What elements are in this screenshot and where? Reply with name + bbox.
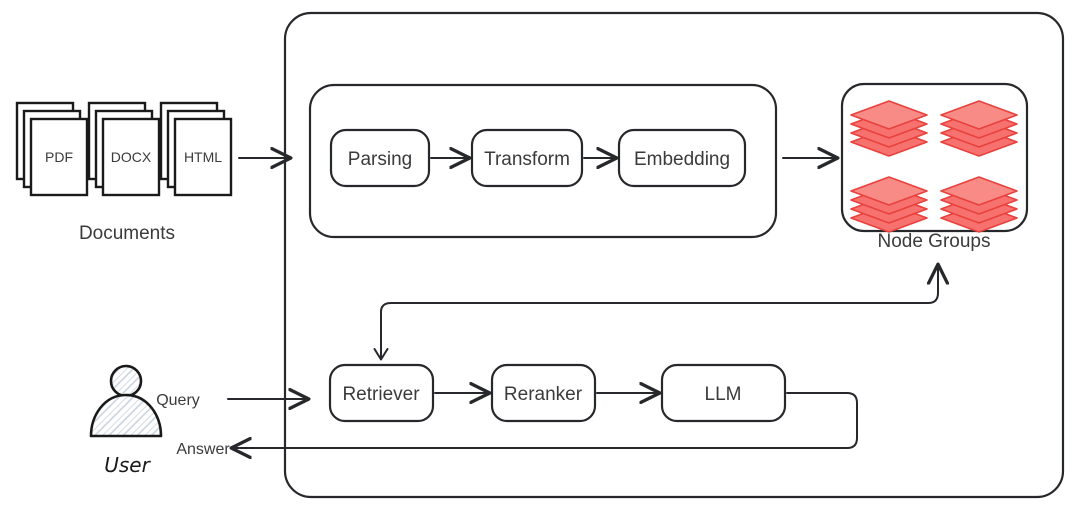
node-groups-caption: Node Groups: [877, 231, 990, 252]
step-label-parsing: Parsing: [348, 149, 412, 170]
document-stack-docx: [87, 101, 161, 197]
document-stack-html: [159, 101, 233, 197]
step-label-retriever: Retriever: [342, 384, 420, 405]
step-label-llm: LLM: [705, 384, 742, 405]
step-box-retriever: [328, 363, 435, 423]
step-label-reranker: Reranker: [504, 384, 583, 405]
document-label-html: HTML: [184, 149, 222, 165]
document-stack-pdf: [15, 101, 89, 197]
step-box-parsing: [329, 128, 431, 188]
document-label-pdf: PDF: [45, 149, 73, 165]
step-box-reranker: [490, 363, 597, 423]
edge-label-query: Query: [156, 392, 200, 409]
node-stack-3: [850, 176, 928, 233]
edge-node-groups-to-retriever-head: [373, 348, 389, 361]
documents-caption: Documents: [79, 223, 175, 244]
edge-retriever-to-node-groups: [380, 266, 938, 359]
edge-llm-to-answer: [233, 392, 858, 448]
node-stack-4: [940, 176, 1018, 233]
node-stack-2: [940, 100, 1018, 157]
step-label-transform: Transform: [484, 149, 570, 170]
step-box-llm: [660, 363, 787, 423]
user-person-icon: [89, 364, 163, 438]
edge-label-answer: Answer: [176, 441, 230, 458]
step-label-embedding: Embedding: [634, 149, 730, 170]
node-stack-1: [850, 100, 928, 157]
step-box-embedding: [617, 128, 747, 188]
document-label-docx: DOCX: [111, 149, 152, 165]
step-box-transform: [470, 128, 584, 188]
user-label: User: [104, 453, 151, 477]
